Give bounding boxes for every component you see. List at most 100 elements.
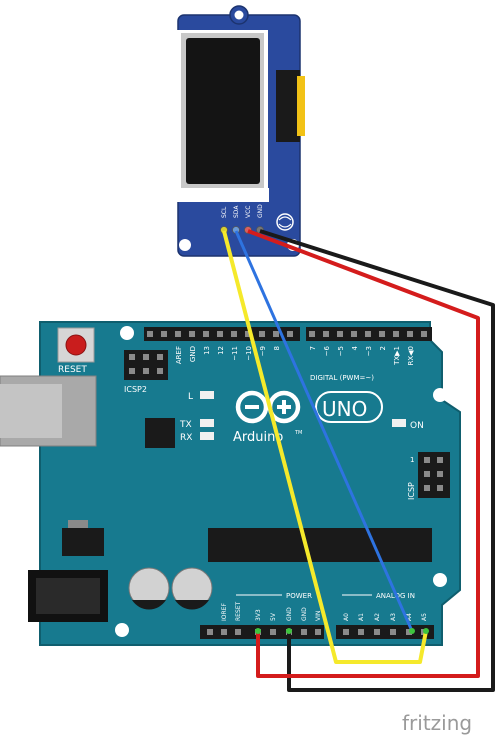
usb-connector-face — [0, 384, 62, 438]
bottom-pin-hole — [406, 629, 412, 635]
analog-pin-label: A4 — [406, 613, 413, 621]
oled-hole-left — [179, 239, 191, 251]
usb-chip — [145, 418, 175, 448]
digital-pin-hole — [337, 331, 343, 337]
led-rx-label: RX — [180, 433, 192, 443]
reset-button-cap[interactable] — [65, 334, 87, 356]
bottom-pin-hole — [390, 629, 396, 635]
wire-endpoint — [286, 628, 292, 634]
power-pin-label: RESET — [235, 601, 242, 621]
icsp-label: ICSP — [407, 482, 416, 500]
bottom-pin-hole — [221, 629, 227, 635]
capacitor-right — [171, 567, 213, 610]
oled-pin-label-gnd: GND — [257, 204, 264, 218]
digital-pin-hole — [231, 331, 237, 337]
digital-pin-label: 13 — [203, 346, 211, 355]
digital-pin-label: 7 — [309, 346, 317, 350]
led-on — [392, 419, 406, 427]
capacitor-left — [128, 567, 170, 610]
digital-pin-hole — [365, 331, 371, 337]
grove-logo-icon — [276, 213, 294, 231]
digital-pin-label: ~11 — [231, 346, 239, 361]
oled-pin-label-vcc: VCC — [245, 206, 252, 218]
wire-vcc[interactable] — [247, 229, 480, 678]
digital-pin-label: 4 — [351, 345, 359, 350]
digital-pin-label: ~3 — [365, 346, 373, 356]
power-header — [200, 625, 324, 639]
board-hole-1 — [120, 326, 134, 340]
digital-pin-label: GND — [189, 346, 197, 362]
power-pin-label: VIN — [315, 611, 322, 621]
icsp-pin1-label: 1 — [410, 456, 414, 464]
icsp-label-wrap: ICSP — [407, 482, 416, 500]
analog-header — [336, 625, 434, 639]
wire-sda[interactable] — [234, 230, 414, 632]
oled-connector-flex — [297, 76, 305, 136]
led-tx — [200, 419, 214, 427]
wire-gnd[interactable] — [259, 229, 495, 692]
led-tx-label: TX — [179, 420, 192, 430]
bottom-pin-hole — [301, 629, 307, 635]
power-pin-label: 5V — [270, 612, 277, 621]
bottom-pin-hole — [315, 629, 321, 635]
digital-pin-hole — [245, 331, 251, 337]
digital-pin-hole — [309, 331, 315, 337]
wire-endpoint — [423, 628, 429, 634]
oled-screen — [186, 38, 260, 184]
icsp2-header — [124, 350, 168, 380]
digital-pin-hole — [203, 331, 209, 337]
board-hole-4 — [433, 573, 447, 587]
led-rx — [200, 432, 214, 440]
power-pin-label: GND — [301, 607, 308, 621]
analog-pin-label: A2 — [374, 613, 381, 621]
digital-pin-hole — [259, 331, 265, 337]
digital-pin-hole — [161, 331, 167, 337]
bottom-pin-hole — [270, 629, 276, 635]
oled-pin-label-scl: SCL — [221, 206, 228, 218]
icsp-header — [418, 452, 450, 498]
digital-pin-hole — [217, 331, 223, 337]
wire-scl[interactable] — [222, 230, 428, 664]
digital-pin-label: ~5 — [337, 346, 345, 356]
bottom-pin-hole — [343, 629, 349, 635]
logo-tm: TM — [294, 430, 302, 436]
logo-model: UNO — [322, 397, 367, 421]
digital-pin-label: 2 — [379, 346, 387, 350]
analog-pin-label: A1 — [358, 613, 365, 621]
digital-pin-label: ~10 — [245, 346, 253, 361]
wire-endpoint — [409, 628, 415, 634]
voltage-regulator — [62, 528, 104, 556]
board-hole-3 — [115, 623, 129, 637]
digital-pin-hole — [351, 331, 357, 337]
bottom-pin-hole — [207, 629, 213, 635]
power-pin-label: IOREF — [221, 603, 228, 621]
power-pin-label: GND — [286, 607, 293, 621]
digital-pin-hole — [189, 331, 195, 337]
bottom-pin-hole — [358, 629, 364, 635]
digital-pin-hole — [393, 331, 399, 337]
oled-mount-hole — [234, 10, 244, 20]
oled-module: SCL SDA VCC GND — [176, 5, 305, 257]
digital-pin-label: ~9 — [259, 346, 267, 356]
uno-badge — [315, 391, 383, 423]
digital-pin-hole — [323, 331, 329, 337]
icsp2-label: ICSP2 — [124, 385, 147, 394]
digital-pin-holes — [147, 331, 427, 337]
fritzing-brand: fritzing — [402, 711, 472, 735]
digital-pin-label: 8 — [273, 346, 281, 350]
power-label: POWER — [286, 592, 312, 600]
regulator-tab — [68, 520, 88, 528]
bottom-pin-hole — [235, 629, 241, 635]
bottom-pin-holes — [207, 629, 427, 635]
digital-pin-label: 12 — [217, 346, 225, 355]
wires — [222, 229, 495, 692]
oled-connector — [276, 70, 300, 142]
analog-pin-label: A3 — [390, 613, 397, 621]
bottom-pin-hole — [374, 629, 380, 635]
digital-pin-hole — [287, 331, 293, 337]
digital-pin-hole — [407, 331, 413, 337]
